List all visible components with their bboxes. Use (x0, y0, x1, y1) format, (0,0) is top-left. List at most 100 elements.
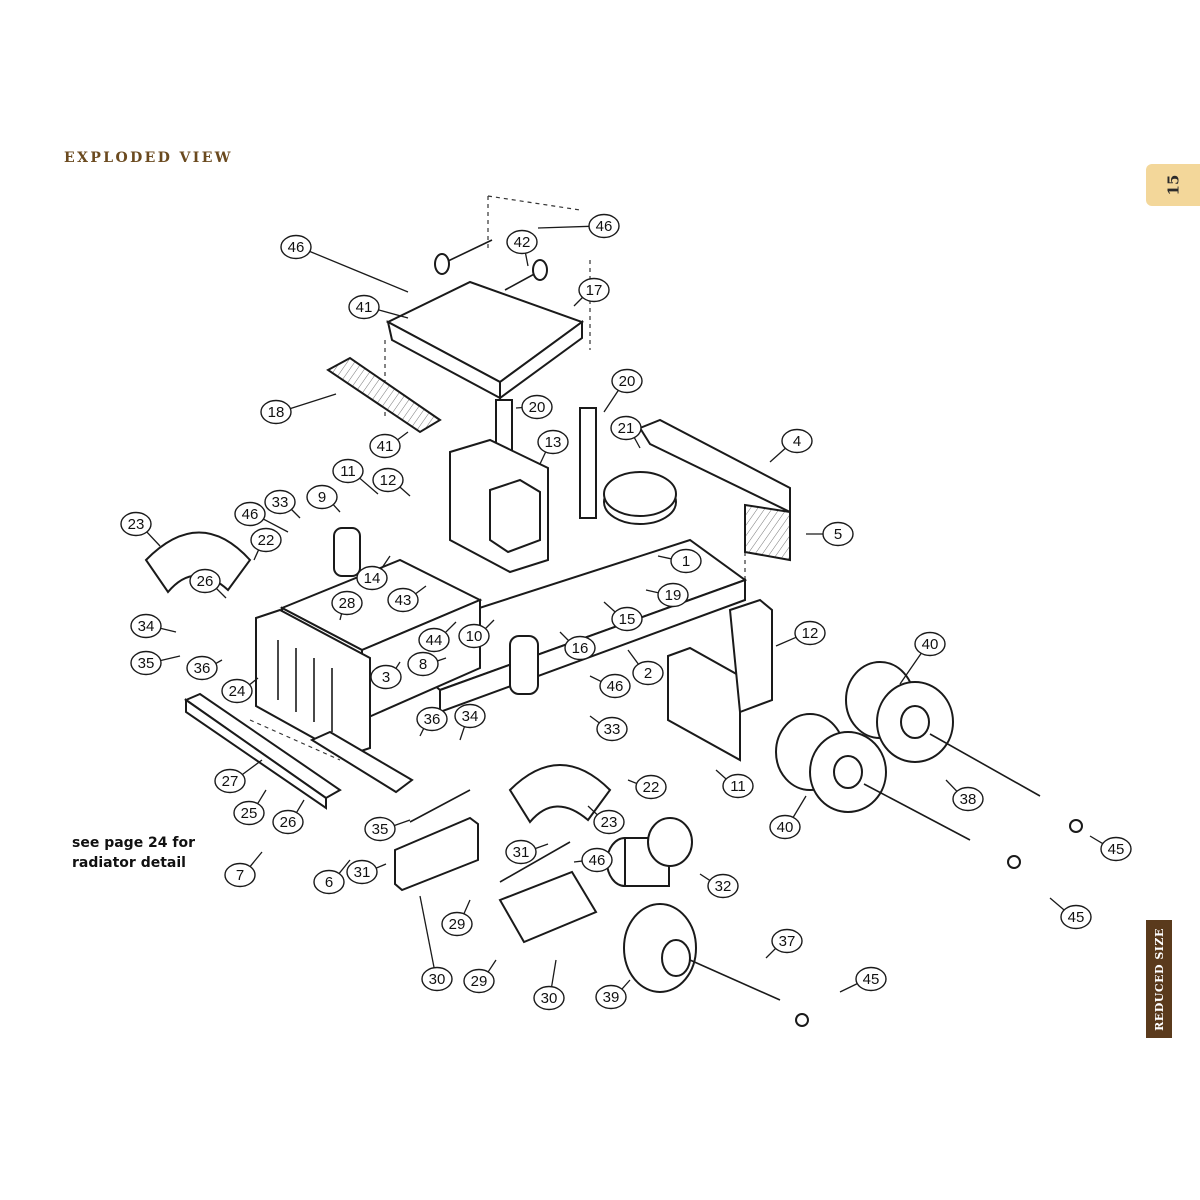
part-callout: 28 (331, 590, 363, 616)
note-line-1: see page 24 for (72, 835, 196, 851)
callout-circle (505, 839, 537, 865)
part-callout: 21 (610, 415, 642, 441)
callout-leader (715, 769, 728, 781)
callout-number: 41 (356, 299, 373, 316)
part-callout: 33 (264, 489, 296, 515)
callout-number: 46 (242, 506, 259, 523)
callout-leader (633, 436, 641, 449)
part-callout: 23 (593, 809, 625, 835)
callout-number: 22 (643, 779, 660, 796)
callout-circle (313, 869, 345, 895)
part-callout: 2 (632, 660, 664, 686)
callout-leader (393, 819, 411, 827)
callout-circle (421, 966, 453, 992)
callout-leader (589, 715, 601, 724)
part-callout: 36 (186, 655, 218, 681)
callout-number: 17 (586, 282, 603, 299)
callout-circle (707, 873, 739, 899)
rear-wheels (775, 661, 954, 813)
callout-leader (358, 477, 379, 495)
callout-circle (506, 229, 538, 255)
callout-circle (521, 394, 553, 420)
callout-leader (839, 982, 859, 993)
page-number-tab: 15 (1146, 164, 1200, 206)
callout-number: 35 (138, 655, 155, 672)
callout-number: 31 (513, 844, 530, 861)
callout-leader (290, 508, 301, 519)
callout-leader (699, 873, 711, 882)
part-callout: 7 (224, 862, 256, 888)
callout-number: 29 (471, 973, 488, 990)
callout-number: 15 (619, 611, 636, 628)
callout-number: 22 (258, 532, 275, 549)
reduced-size-tab: REDUCED SIZE (1146, 920, 1172, 1038)
callout-leader (587, 805, 599, 816)
part-callout: 46 (234, 501, 266, 527)
callout-number: 38 (960, 791, 977, 808)
callout-circle (458, 623, 490, 649)
callout-circle (234, 501, 266, 527)
callout-circle (370, 664, 402, 690)
callout-number: 40 (777, 819, 794, 836)
callout-circle (596, 716, 628, 742)
callout-number: 39 (603, 989, 620, 1006)
part-callout: 1 (670, 548, 702, 574)
callout-number: 7 (236, 867, 244, 884)
part-callout: 3 (370, 664, 402, 690)
callout-number: 30 (429, 971, 446, 988)
callout-leader (419, 727, 425, 737)
rear-fender-bracket (638, 418, 791, 562)
callout-number: 32 (715, 878, 732, 895)
callout-number: 33 (272, 494, 289, 511)
note-line-2: radiator detail (72, 855, 186, 871)
part-callout: 11 (332, 458, 364, 484)
callout-leader (295, 799, 305, 814)
callout-leader (524, 252, 529, 267)
callout-circle (454, 703, 486, 729)
callout-circle (418, 627, 450, 653)
callout-circle (794, 620, 826, 646)
part-callout: 27 (214, 768, 246, 794)
part-callout: 18 (260, 399, 292, 425)
part-callout: 40 (769, 814, 801, 840)
callout-number: 23 (128, 516, 145, 533)
part-callout: 23 (120, 511, 152, 537)
front-bumper (183, 692, 342, 810)
callout-leader (487, 959, 497, 973)
callout-leader (559, 631, 570, 642)
callout-circle (1100, 836, 1132, 862)
part-callout: 20 (521, 394, 553, 420)
callout-number: 41 (377, 438, 394, 455)
callout-circle (130, 650, 162, 676)
callout-number: 10 (466, 628, 483, 645)
callout-leader (145, 530, 161, 547)
callout-number: 26 (280, 814, 297, 831)
callout-number: 3 (382, 669, 390, 686)
callout-leader (534, 843, 549, 850)
part-callout: 25 (233, 800, 265, 826)
callout-leader (215, 587, 227, 599)
part-callout: 13 (537, 429, 569, 455)
seat-bolts (434, 239, 548, 291)
callout-circle (611, 606, 643, 632)
part-callout: 34 (454, 703, 486, 729)
callout-number: 1 (682, 553, 690, 570)
callout-circle (657, 582, 689, 608)
part-callout: 17 (578, 277, 610, 303)
part-callout: 11 (722, 773, 754, 799)
part-callout: 10 (458, 623, 490, 649)
callout-number: 45 (1068, 909, 1085, 926)
callout-circle (771, 928, 803, 954)
callout-circle (224, 862, 256, 888)
callout-number: 34 (138, 618, 155, 635)
callout-leader (256, 789, 267, 805)
callout-number: 12 (380, 472, 397, 489)
callout-leader (380, 555, 391, 570)
part-callout: 44 (418, 627, 450, 653)
part-callout: 26 (272, 809, 304, 835)
callout-leader (620, 979, 631, 991)
callout-number: 46 (596, 218, 613, 235)
callout-circle (769, 814, 801, 840)
callout-circle (564, 635, 596, 661)
